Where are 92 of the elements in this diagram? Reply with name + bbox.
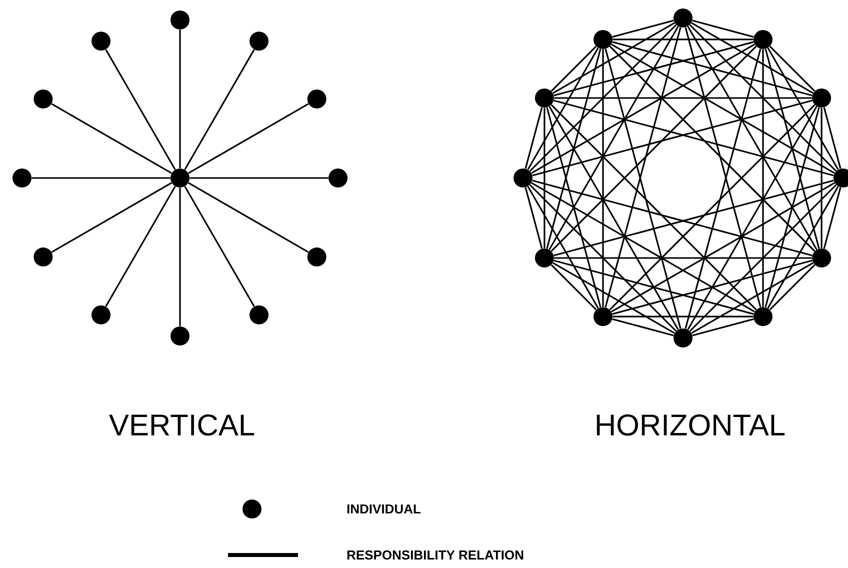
relation-line [552, 262, 676, 334]
individual-dot [92, 305, 110, 324]
individual-dot [812, 88, 832, 108]
relation-line [612, 318, 674, 336]
relation-line [184, 186, 255, 307]
relation-line [524, 107, 543, 169]
relation-line [769, 264, 816, 310]
relation-line [554, 257, 812, 259]
individual-dot [328, 168, 348, 188]
individual-dot [812, 248, 832, 268]
relation-line [550, 46, 597, 92]
relation-line [767, 47, 839, 170]
relation-line [611, 44, 835, 174]
individual-dot [170, 326, 190, 346]
relation-line [51, 182, 172, 253]
legend-label: INDIVIDUAL [347, 504, 421, 514]
individual-dot [674, 8, 692, 28]
relation-line [612, 41, 812, 96]
relation-line [689, 184, 837, 332]
individual-dot [594, 30, 612, 49]
relation-line [687, 26, 818, 250]
relation-line [611, 182, 835, 312]
individual-dot [12, 168, 32, 188]
individual-dot [534, 88, 554, 108]
relation-line [554, 260, 754, 315]
relation-line [188, 182, 309, 253]
individual-dot [674, 328, 692, 348]
relation-line [762, 49, 764, 307]
relation-line [529, 184, 677, 332]
relation-line [548, 106, 679, 330]
individual-dot [250, 32, 268, 51]
relation-line [612, 316, 754, 318]
relation-line [105, 49, 176, 170]
individual-dot [754, 307, 772, 326]
individual-dot [34, 90, 53, 108]
relation-line [552, 22, 676, 94]
relation-line [823, 107, 842, 169]
relation-line [764, 48, 820, 249]
individual-dot [170, 168, 190, 188]
relation-line [602, 49, 604, 307]
relation-line [550, 264, 597, 310]
relation-line [190, 177, 328, 179]
relation-line [612, 260, 812, 315]
relation-line [529, 24, 677, 172]
relation-line [692, 20, 754, 38]
relation-line [179, 188, 181, 326]
relation-line [767, 186, 839, 309]
relation-line [531, 44, 755, 174]
relation-line [609, 46, 816, 252]
relation-line [524, 187, 543, 249]
individual-dot [250, 305, 268, 324]
individual-dot [754, 30, 772, 49]
individual-dot [534, 248, 554, 268]
relation-line [612, 20, 674, 38]
relation-line [554, 41, 754, 96]
graph-title: HORIZONTAL [596, 414, 785, 436]
relation-line [546, 48, 602, 249]
individual-dot [170, 10, 190, 30]
individual-dot [34, 248, 53, 266]
relation-line [612, 38, 754, 40]
relation-line [691, 262, 814, 334]
relation-line [550, 104, 757, 310]
individual-dot [307, 248, 326, 266]
individual-dot [514, 168, 532, 188]
relation-line [692, 318, 754, 336]
relation-line [51, 103, 172, 174]
individual-dot [594, 307, 612, 326]
relation-line [769, 46, 816, 92]
relation-line [689, 24, 837, 172]
relation-line [546, 107, 602, 308]
individual-dot [307, 90, 326, 108]
relation-line [550, 46, 757, 252]
relation-line [179, 30, 181, 168]
relation-line [554, 97, 812, 99]
relation-line [32, 177, 170, 179]
relation-line [527, 47, 599, 170]
relation-line [184, 49, 255, 170]
relation-line [823, 187, 842, 249]
relation-line [687, 106, 818, 330]
relation-line [691, 22, 814, 94]
individual-dot [92, 32, 110, 51]
relation-line [105, 186, 176, 307]
legend-label: RESPONSIBILITY RELATION [347, 550, 524, 560]
relation-line [544, 108, 546, 248]
relation-line [531, 182, 755, 312]
relation-line [188, 103, 309, 174]
relation-line [609, 104, 816, 310]
graph-title: VERTICAL [109, 414, 254, 436]
relation-line [764, 107, 820, 308]
relation-line [548, 26, 679, 250]
relation-line [527, 186, 599, 309]
relation-line [820, 108, 822, 248]
